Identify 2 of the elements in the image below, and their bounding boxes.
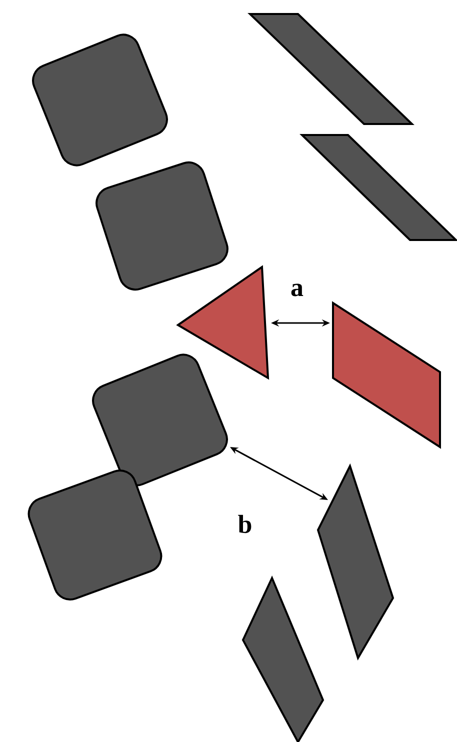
dimension-label: b — [238, 514, 252, 534]
dimension-label: a — [291, 284, 304, 296]
